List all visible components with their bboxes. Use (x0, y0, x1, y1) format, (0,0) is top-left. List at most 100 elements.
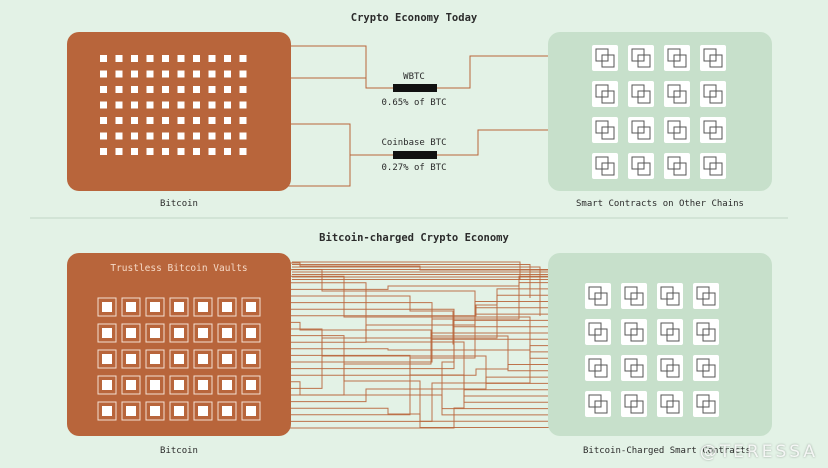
vault-frame (97, 375, 117, 395)
vault-contract-wire (270, 302, 740, 372)
vault-frame (241, 297, 261, 317)
vault-frame (241, 323, 261, 343)
vault-cell (217, 323, 237, 343)
vault-cell (169, 297, 189, 317)
bitcoin-unit (177, 101, 185, 109)
contract-square-b (594, 292, 608, 306)
contract-square-b (630, 400, 644, 414)
vault-frame (97, 297, 117, 317)
vault-cell (145, 375, 165, 395)
smart-contract-icon (592, 153, 618, 179)
bitcoin-unit (193, 117, 200, 124)
contract-square-b (673, 162, 687, 176)
vault-core (222, 354, 232, 364)
bitcoin-unit (239, 86, 247, 93)
vault-cell (217, 375, 237, 395)
contract-square-b (601, 54, 615, 68)
bitcoin-panel-bottom (67, 253, 291, 436)
contract-square-b (709, 162, 723, 176)
vault-frame (217, 401, 237, 421)
bitcoin-unit (224, 55, 231, 62)
vault-contract-wire (292, 271, 561, 352)
bitcoin-unit (100, 70, 107, 78)
smart-contract-icon (657, 391, 683, 417)
bitcoin-unit (146, 55, 154, 62)
vault-core (150, 406, 160, 416)
smart-contract-icon (700, 81, 726, 107)
bitcoin-unit (115, 148, 123, 155)
contract-square-b (673, 54, 687, 68)
vault-frame (121, 297, 141, 317)
bitcoin-unit (208, 70, 216, 78)
vault-core (246, 328, 256, 338)
contract-square-b (601, 126, 615, 140)
contract-square-b (630, 364, 644, 378)
contract-card (585, 355, 611, 381)
vault-frame (145, 297, 165, 317)
bitcoin-unit (146, 101, 154, 109)
vault-cell (241, 375, 261, 395)
smart-contract-icon (628, 81, 654, 107)
bitcoin-unit (115, 70, 123, 78)
vault-core (150, 380, 160, 390)
vault-frame (169, 297, 189, 317)
wbtc-token-bar (393, 84, 437, 92)
bitcoin-unit (100, 86, 107, 93)
vault-core (102, 406, 112, 416)
smart-contract-icon (664, 153, 690, 179)
bitcoin-unit (193, 70, 200, 78)
bitcoin-unit (131, 101, 138, 109)
vault-contract-wire (292, 266, 541, 316)
smart-contract-icon (628, 117, 654, 143)
smart-contract-icon (585, 283, 611, 309)
vault-frame (193, 401, 213, 421)
vault-core (150, 328, 160, 338)
contract-square-b (601, 90, 615, 104)
smart-contract-icon (621, 355, 647, 381)
vault-cell (145, 401, 165, 421)
contract-square-b (601, 162, 615, 176)
smart-contract-icon (664, 45, 690, 71)
vault-core (198, 354, 208, 364)
vault-cell (169, 323, 189, 343)
contract-card (621, 283, 647, 309)
vault-core (198, 328, 208, 338)
vault-cell (121, 349, 141, 369)
contract-square-b (709, 90, 723, 104)
smart-contract-icon (585, 355, 611, 381)
vault-contract-wire (292, 279, 591, 406)
contract-card (628, 81, 654, 107)
vault-frame (217, 297, 237, 317)
vault-frame (169, 323, 189, 343)
contract-card (592, 45, 618, 71)
bitcoin-unit (100, 101, 107, 109)
vault-frame (193, 297, 213, 317)
vault-core (198, 406, 208, 416)
vault-core (222, 380, 232, 390)
vault-core (174, 406, 184, 416)
contract-square-b (673, 90, 687, 104)
bitcoin-unit (146, 86, 154, 93)
vault-core (246, 354, 256, 364)
vault-frame (217, 349, 237, 369)
contract-card (657, 391, 683, 417)
vault-core (102, 354, 112, 364)
contract-square-b (594, 400, 608, 414)
contract-square-b (666, 328, 680, 342)
vault-cell (193, 297, 213, 317)
contract-square-b (637, 90, 651, 104)
contract-square-b (594, 328, 608, 342)
contracts-panel-top (548, 32, 772, 191)
vault-cell (97, 323, 117, 343)
contract-square-b (702, 292, 716, 306)
bitcoin-unit (208, 132, 216, 140)
bitcoin-unit (115, 86, 123, 93)
bridge-coinbase-share: 0.27% of BTC (381, 163, 446, 173)
contracts-grid-bottom (585, 283, 719, 417)
vault-core (126, 302, 136, 312)
bitcoin-unit (115, 132, 123, 140)
contract-square-b (709, 54, 723, 68)
vault-cell (241, 297, 261, 317)
contract-card (700, 45, 726, 71)
bitcoin-unit (146, 148, 154, 155)
